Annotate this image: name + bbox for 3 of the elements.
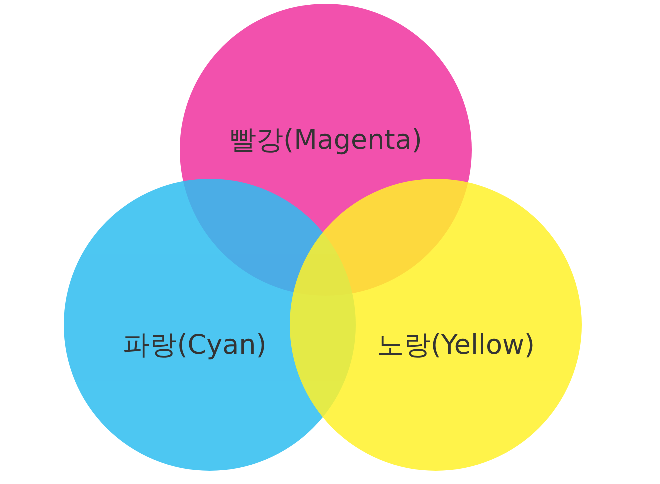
circle-label: 노랑(Yellow) bbox=[376, 329, 536, 363]
circle-label: 빨강(Magenta) bbox=[230, 124, 422, 158]
circle-label: 파랑(Cyan) bbox=[123, 329, 267, 363]
